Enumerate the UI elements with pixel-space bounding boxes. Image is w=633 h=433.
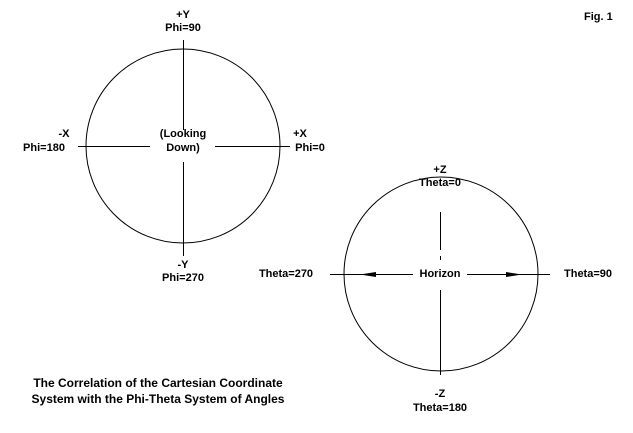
caption-line1: The Correlation of the Cartesian Coordin… <box>33 376 283 390</box>
theta-270-label: Theta=270 <box>258 268 314 280</box>
caption-line2: System with the Phi-Theta System of Angl… <box>31 392 285 406</box>
minus-z-label: -Z <box>434 388 446 400</box>
plus-y-phi-label: Phi=90 <box>165 22 201 34</box>
horizon-arrow-right-icon <box>506 272 522 277</box>
plus-z-label: +Z <box>433 164 447 176</box>
looking-down-line1: (Looking <box>159 128 207 140</box>
minus-z-theta-label: Theta=180 <box>412 402 468 414</box>
minus-x-label: -X <box>58 128 70 140</box>
theta-90-label: Theta=90 <box>564 268 612 280</box>
figure-label: Fig. 1 <box>584 11 613 23</box>
plus-y-label: +Y <box>176 9 190 21</box>
plus-x-phi-label: Phi=0 <box>295 142 325 154</box>
plus-z-theta-label: Theta=0 <box>419 177 461 189</box>
horizon-label: Horizon <box>419 268 461 280</box>
looking-down-line2: Down) <box>166 142 200 154</box>
minus-y-label: -Y <box>177 259 189 271</box>
plus-x-label: +X <box>293 128 307 140</box>
minus-y-phi-label: Phi=270 <box>162 272 204 284</box>
horizon-arrow-left-icon <box>360 272 376 277</box>
minus-x-phi-label: Phi=180 <box>23 142 65 154</box>
